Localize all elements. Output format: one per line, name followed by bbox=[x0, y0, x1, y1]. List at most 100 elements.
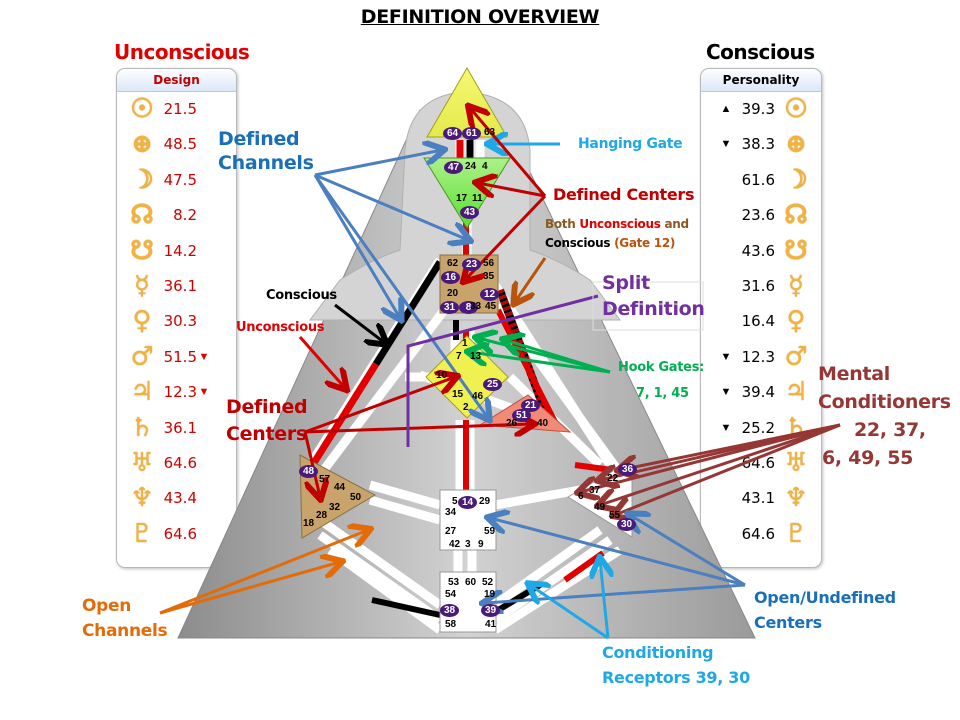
g-gate-25: 25 bbox=[483, 378, 502, 391]
neptune-icon: ♆ bbox=[784, 483, 808, 514]
gate-line-value: 36.1 bbox=[163, 418, 197, 437]
spleen-center bbox=[299, 454, 377, 539]
gate-line-value: 43.4 bbox=[163, 489, 197, 508]
g-gate-10: 10 bbox=[436, 370, 448, 381]
throat-gate-45: 45 bbox=[485, 301, 497, 312]
fixing-mark: ▲ bbox=[720, 103, 732, 115]
spleen-gate-32: 32 bbox=[329, 502, 341, 513]
north-node-icon: ☊ bbox=[130, 200, 154, 231]
root-gate-53: 53 bbox=[448, 577, 460, 588]
south-node-icon: ☋ bbox=[784, 235, 808, 266]
personality-panel: Personality ▲39.3☉▼38.3⊕61.6☽23.6☊43.6☋3… bbox=[700, 68, 822, 568]
g-gate-7: 7 bbox=[456, 351, 462, 362]
gate-line-value: 12.3 bbox=[741, 347, 775, 366]
root-gate-52: 52 bbox=[482, 577, 494, 588]
throat-gate-20: 20 bbox=[447, 288, 459, 299]
throat-gate-8: 8 bbox=[459, 301, 478, 314]
planet-row-uranus: ♅64.6 bbox=[129, 448, 211, 478]
planet-row-sun: ▲39.3☉ bbox=[719, 94, 809, 124]
gate-line-value: 8.2 bbox=[173, 206, 197, 225]
heart-gate-51: 51 bbox=[512, 409, 531, 422]
fixing-mark: ▼ bbox=[720, 421, 732, 434]
throat-gate-62: 62 bbox=[447, 258, 459, 269]
root-gate-19: 19 bbox=[484, 589, 496, 600]
throat-gate-56: 56 bbox=[483, 258, 495, 269]
gate-line-value: 48.5 bbox=[163, 135, 197, 154]
gate-line-value: 43.1 bbox=[741, 489, 775, 508]
root-gate-60: 60 bbox=[465, 577, 477, 588]
spleen-gate-48: 48 bbox=[299, 465, 318, 478]
spleen-gate-44: 44 bbox=[334, 482, 346, 493]
gate-line-value: 36.1 bbox=[163, 277, 197, 295]
gate-line-value: 39.4 bbox=[741, 383, 775, 402]
head-gate-63: 63 bbox=[484, 127, 496, 138]
root-gate-54: 54 bbox=[445, 589, 457, 600]
gate-line-value: 30.3 bbox=[163, 312, 197, 331]
ajna-gate-11: 11 bbox=[472, 193, 483, 204]
fixing-mark: ▼ bbox=[720, 350, 732, 363]
gate-line-value: 64.6 bbox=[741, 454, 775, 472]
planet-row-uranus: 64.6♅ bbox=[719, 448, 809, 478]
venus-icon: ♀ bbox=[786, 306, 806, 337]
ajna-gate-4: 4 bbox=[482, 161, 488, 172]
gate-line-value: 16.4 bbox=[741, 312, 775, 331]
page-title: DEFINITION OVERVIEW bbox=[360, 6, 600, 28]
g-gate-1: 1 bbox=[462, 338, 468, 349]
planet-row-moon: 61.6☽ bbox=[719, 165, 809, 195]
pluto-icon: ♇ bbox=[784, 518, 808, 549]
gate-line-value: 14.2 bbox=[163, 241, 197, 260]
solar-plexus-gate-30: 30 bbox=[617, 518, 636, 531]
planet-row-jupiter: ▼39.4♃ bbox=[719, 377, 809, 407]
fixing-mark: ▼ bbox=[198, 350, 210, 363]
venus-icon: ♀ bbox=[132, 306, 152, 337]
gate-line-value: 23.6 bbox=[741, 206, 775, 225]
hanging-gate-label: Hanging Gate bbox=[578, 136, 683, 152]
sun-icon: ☉ bbox=[130, 94, 154, 124]
sacral-gate-29: 29 bbox=[479, 496, 491, 507]
planet-row-saturn: ♄36.1 bbox=[129, 413, 211, 443]
jupiter-icon: ♃ bbox=[130, 377, 154, 408]
split-definition-label: Split Definition bbox=[602, 272, 705, 320]
planet-row-mars: ▼ 12.3 ♂ bbox=[719, 342, 809, 372]
sacral-gate-27: 27 bbox=[445, 526, 457, 537]
hook-gates-label: Hook Gates: 7, 1, 45 bbox=[618, 360, 705, 401]
design-panel-header: Design bbox=[117, 69, 236, 92]
solar-plexus-gate-37: 37 bbox=[589, 485, 601, 496]
gate-line-value: 47.5 bbox=[163, 170, 197, 189]
ajna-gate-24: 24 bbox=[465, 161, 477, 172]
planet-row-north-node: ☊ 8.2 bbox=[129, 200, 211, 230]
head-gate-61: 61 bbox=[462, 127, 481, 140]
unconscious-label: Unconscious bbox=[236, 320, 325, 335]
earth-icon: ⊕ bbox=[785, 129, 807, 160]
defined-centers-label-top: Defined Centers bbox=[553, 185, 695, 204]
gate-line-value: 25.2 bbox=[741, 418, 775, 437]
gate-line-value: 43.6 bbox=[741, 241, 775, 260]
planet-row-jupiter: ♃12.3▼ bbox=[129, 377, 211, 407]
sacral-gate-42: 42 bbox=[449, 539, 461, 550]
planet-row-neptune: 43.1 ♆ bbox=[719, 483, 809, 513]
mars-icon: ♂ bbox=[784, 341, 808, 372]
planet-row-mars: ♂51.5▼ bbox=[129, 342, 211, 372]
gate-line-value: 12.3 bbox=[163, 383, 197, 402]
root-gate-58: 58 bbox=[445, 619, 457, 630]
throat-gate-16: 16 bbox=[441, 271, 460, 284]
planet-row-pluto: ♇64.6 bbox=[129, 519, 211, 549]
sacral-gate-59: 59 bbox=[484, 526, 496, 537]
sacral-gate-5: 5 bbox=[452, 496, 458, 507]
mars-icon: ♂ bbox=[130, 341, 154, 372]
gate-line-value: 64.6 bbox=[163, 524, 197, 543]
planet-row-neptune: ♆43.4 bbox=[129, 483, 211, 513]
planet-row-venus: ♀ 30.3 bbox=[129, 306, 211, 336]
root-gate-41: 41 bbox=[485, 619, 497, 630]
defined-channels-label: Defined Channels bbox=[218, 128, 314, 174]
throat-gate-33: 33 bbox=[470, 301, 482, 312]
planet-row-moon: ☽47.5 bbox=[129, 165, 211, 195]
g-gate-13: 13 bbox=[470, 351, 482, 362]
gate-line-value: 64.6 bbox=[741, 524, 775, 543]
planet-row-venus: 16.4 ♀ bbox=[719, 306, 809, 336]
unconscious-heading: Unconscious bbox=[114, 40, 250, 64]
conscious-label: Conscious bbox=[266, 288, 337, 303]
gate-line-value: 39.3 bbox=[741, 100, 775, 118]
mental-conditioners-label: Mental Conditioners 22, 37, 6, 49, 55 bbox=[818, 363, 951, 469]
